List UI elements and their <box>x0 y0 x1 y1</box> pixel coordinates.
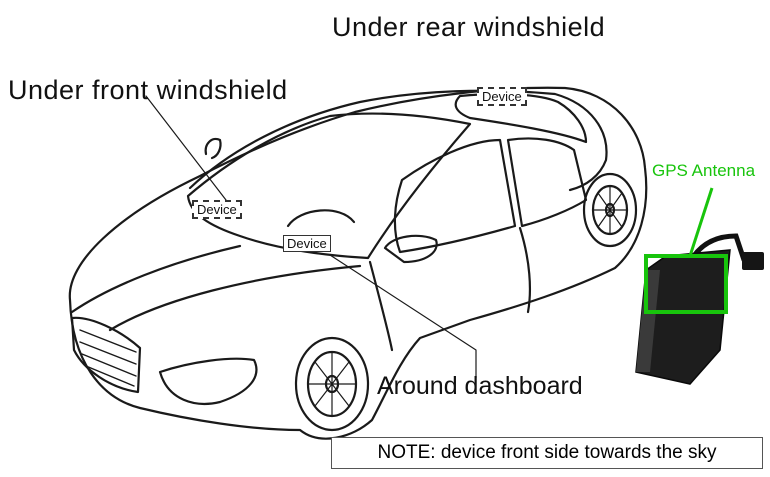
door-line <box>368 226 532 352</box>
roof-antenna <box>204 137 222 160</box>
device-tag-front: Device <box>192 200 242 219</box>
hood-line <box>70 244 362 332</box>
gps-device-illustration <box>635 187 764 385</box>
rear-windshield-outline <box>454 92 588 144</box>
leader-line-dashboard <box>329 254 477 379</box>
headlight <box>158 357 258 405</box>
car-body-outline <box>68 86 648 440</box>
side-mirror <box>383 234 438 264</box>
antenna-highlight-box <box>644 254 728 314</box>
label-around-dashboard: Around dashboard <box>377 372 583 400</box>
device-tag-rear: Device <box>477 87 527 106</box>
front-grille <box>70 316 142 394</box>
note-text: NOTE: device front side towards the sky <box>377 442 717 463</box>
dashboard-bump <box>286 209 356 228</box>
label-under-rear-windshield: Under rear windshield <box>332 12 606 42</box>
label-gps-antenna: GPS Antenna <box>652 161 756 180</box>
device-tag-dashboard: Device <box>283 235 331 252</box>
note-box: NOTE: device front side towards the sky <box>331 437 763 469</box>
antenna-pointer-line <box>688 187 714 257</box>
rear-wheel <box>582 172 638 248</box>
label-under-front-windshield: Under front windshield <box>8 75 288 105</box>
front-wheel <box>294 336 370 432</box>
leader-line-front <box>145 95 227 201</box>
front-windshield-outline <box>186 112 472 260</box>
side-window-rear <box>506 137 588 228</box>
side-window-front <box>393 138 517 254</box>
